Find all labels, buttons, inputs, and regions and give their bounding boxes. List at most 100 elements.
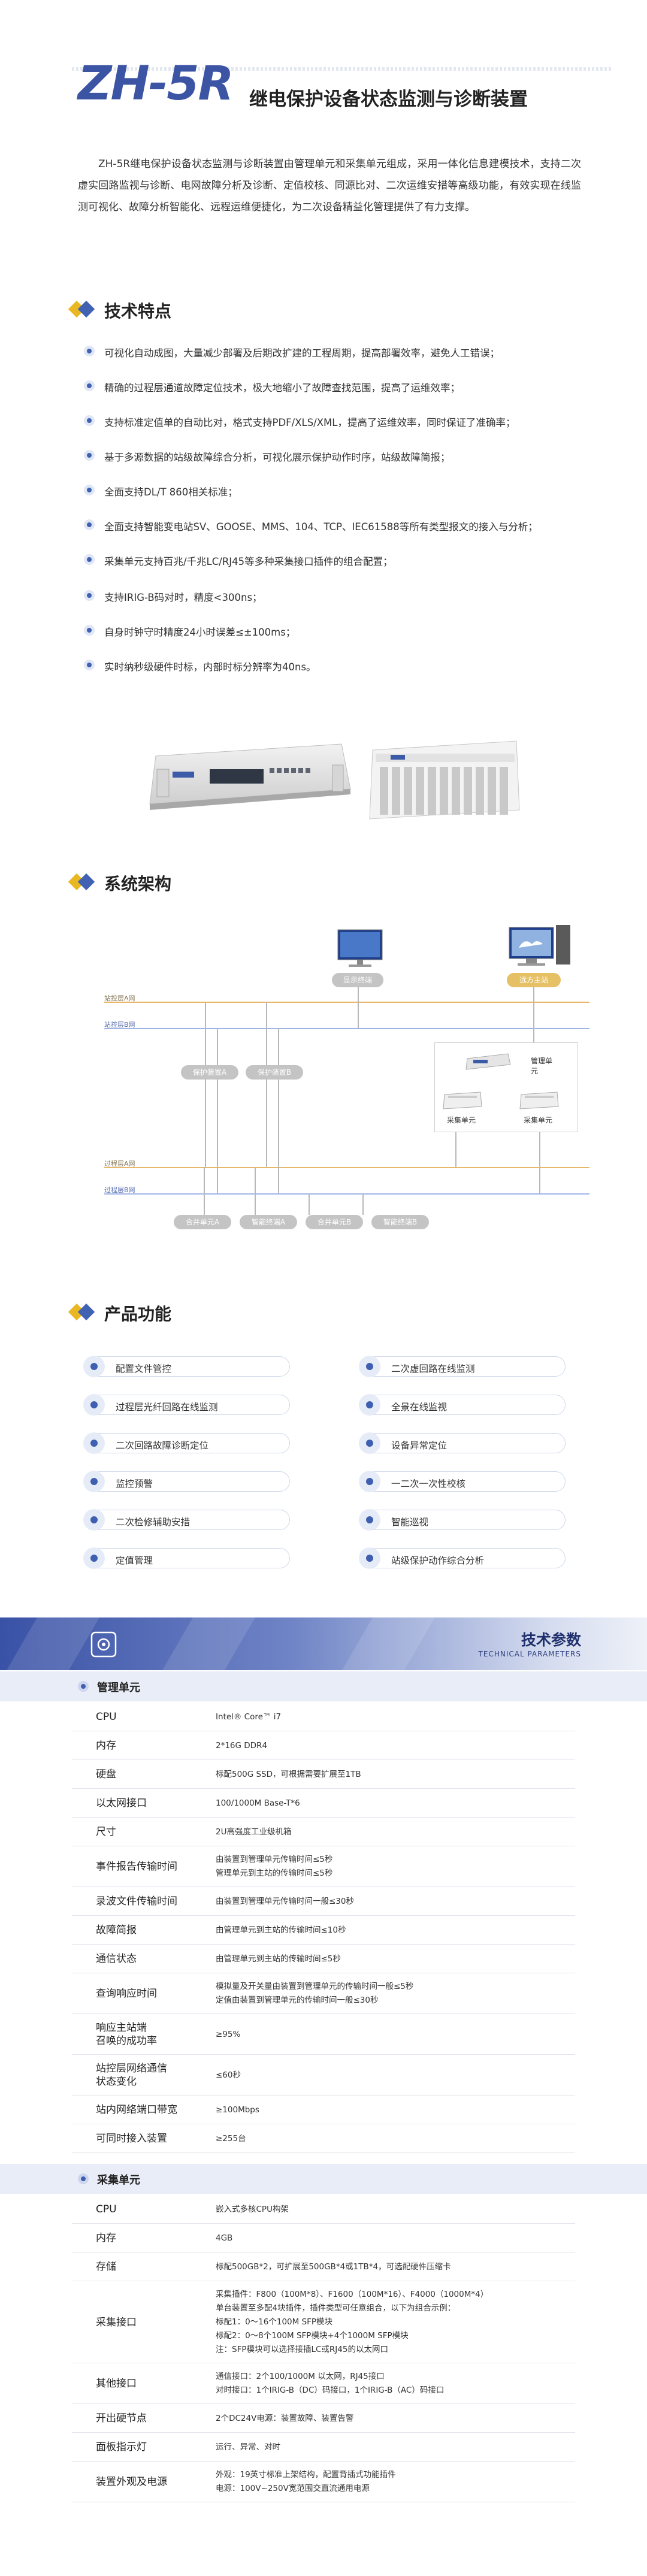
function-label: 配置文件管控 [116,1363,172,1374]
feature-text: 全面支持DL/T 860相关标准； [104,486,238,498]
param-value: 2个DC24V电源：装置故障、装置告警 [216,2412,569,2426]
param-key: 内存 [96,1740,116,1752]
bullet-icon [83,1356,105,1377]
bullet-icon [359,1509,380,1531]
function-label: 站级保护动作综合分析 [391,1555,485,1566]
feature-text: 采集单元支持百兆/千兆LC/RJ45等多种采集接口插件的组合配置； [104,556,393,567]
param-value-line: ≥100Mbps [216,2105,259,2115]
bullet-icon [84,519,95,530]
param-row: 事件报告传输时间由装置到管理单元传输时间≤5秒管理单元到主站的传输时间≤5秒 [72,1846,575,1887]
collection-unit-label: 采集单元 [524,1116,553,1124]
param-row: 故障简报 由管理单元到主站的传输时间≤10秒 [72,1916,575,1945]
param-value-line: 模拟量及开关量由装置到管理单元的传输时间一般≤5秒 [216,1982,414,1991]
function-label: 监控预警 [116,1479,153,1489]
feature-text: 基于多源数据的站级故障综合分析，可视化展示保护动作时序，站级故障简报； [104,452,451,463]
management-unit-image [149,743,351,810]
function-item: 一二次一次性校核 [359,1471,566,1492]
bullet-icon [83,1432,105,1454]
param-value: 由管理单元到主站的传输时间≤5秒 [216,1952,569,1966]
function-item: 二次回路故障诊断定位 [83,1432,290,1454]
param-row: 装置外观及电源 外观：19英寸标准上架结构，配置背插式功能插件电源：100V~25… [72,2462,575,2502]
param-key: 存储 [96,2261,116,2273]
bay-device-smart-terminal-a: 智能终端A [240,1215,297,1229]
param-key: 以太网接口 [96,1797,147,1809]
function-label: 二次检修辅助安措 [116,1517,191,1528]
bullet-icon [359,1356,380,1377]
param-value-line: 由装置到管理单元传输时间≤5秒 [216,1855,333,1864]
bullet-icon [359,1471,380,1492]
function-item: 站级保护动作综合分析 [359,1547,566,1569]
param-key: 尺寸 [96,1826,116,1838]
param-value-line: 采集插件：F800（100M*8）、F1600（100M*16）、F4000（1… [216,2290,489,2299]
bullet-icon [359,1547,380,1569]
header: ZH-5R 继电保护设备状态监测与诊断装置 [0,0,647,138]
param-value: ≥100Mbps [216,2103,569,2117]
function-item: 二次虚回路在线监测 [359,1356,566,1377]
collection-unit-header: 采集单元 [0,2164,647,2194]
feature-text: 自身时钟守时精度24小时误差≤±100ms； [104,627,296,638]
param-key: 采集接口 [96,2317,137,2329]
tech-params-banner: 技术参数 TECHNICAL PARAMETERS [0,1617,647,1670]
function-label: 一二次一次性校核 [391,1479,466,1489]
feature-text: 可视化自动成图，大量减少部署及后期改扩建的工程周期，提高部署效率，避免人工错误； [104,347,500,359]
section-title: 产品功能 [104,1304,172,1324]
function-item: 智能巡视 [359,1509,566,1531]
function-item: 配置文件管控 [83,1356,290,1377]
function-item: 监控预警 [83,1471,290,1492]
display-terminal-icon [337,929,383,967]
param-key: 装置外观及电源 [96,2476,167,2488]
param-value-line: 由管理单元到主站的传输时间≤5秒 [216,1954,341,1964]
bullet-icon [83,1547,105,1569]
param-value-line: 电源：100V~250V宽范围交直流通用电源 [216,2484,370,2493]
param-value-line: 嵌入式多核CPU构架 [216,2205,289,2214]
collection-unit-label: 采集单元 [447,1116,476,1124]
param-value: 模拟量及开关量由装置到管理单元的传输时间一般≤5秒定值由装置到管理单元的传输时间… [216,1980,569,2007]
section-title: 技术特点 [104,301,172,321]
function-label: 全景在线监视 [391,1402,448,1413]
param-value-line: 标配2：0～8个100M SFP模块+4个1000M SFP模块 [216,2331,409,2341]
feature-text: 支持标准定值单的自动比对，格式支持PDF/XLS/XML，提高了运维效率，同时保… [104,417,516,428]
param-key: 站控层网络通信 状态变化 [96,2063,167,2088]
bullet-icon [84,554,95,565]
bullet-icon [84,485,95,495]
param-value-line: 管理单元到主站的传输时间≤5秒 [216,1868,333,1878]
function-item: 过程层光纤回路在线监测 [83,1394,290,1416]
param-value-line: 4GB [216,2233,233,2243]
param-key: 故障简报 [96,1924,137,1936]
bus-label-process-a: 过程层A网 [104,1160,135,1168]
bullet-icon [83,1471,105,1492]
param-key: 站内网络端口带宽 [96,2104,177,2116]
function-label: 二次虚回路在线监测 [391,1363,475,1374]
function-label: 过程层光纤回路在线监测 [116,1402,218,1413]
param-key: 其他接口 [96,2378,137,2390]
bullet-icon [84,450,95,461]
param-key: 响应主站端 召唤的成功率 [96,2022,157,2047]
function-item: 二次检修辅助安措 [83,1509,290,1531]
feature-text: 支持IRIG-B码对时，精度<300ns； [104,592,262,603]
param-key: 录波文件传输时间 [96,1895,177,1907]
param-row: 尺寸 2U高强度工业级机箱 [72,1818,575,1846]
param-row: 站控层网络通信 状态变化≤60秒 [72,2055,575,2096]
function-label: 智能巡视 [391,1517,429,1528]
param-value: 外观：19英寸标准上架结构，配置背插式功能插件电源：100V~250V宽范围交直… [216,2468,569,2496]
param-value: 由管理单元到主站的传输时间≤10秒 [216,1924,569,1937]
param-key: 面板指示灯 [96,2441,147,2453]
param-value-line: ≥95% [216,2030,241,2039]
param-value: 2U高强度工业级机箱 [216,1825,569,1839]
param-value-line: 对时接口：1个IRIG-B（DC）码接口，1个IRIG-B（AC）码接口 [216,2385,445,2395]
param-value-line: 单台装置至多配4块插件，插件类型可任意组合，以下为组合示例： [216,2303,456,2313]
param-value: 由装置到管理单元传输时间≤5秒管理单元到主站的传输时间≤5秒 [216,1853,569,1880]
station-bus-a [104,1002,589,1003]
param-row: 录波文件传输时间由装置到管理单元传输时间一般≤30秒 [72,1887,575,1916]
bullet-icon [83,1394,105,1416]
collection-unit-image [369,740,520,820]
function-label: 设备异常定位 [391,1440,448,1451]
param-key: 查询响应时间 [96,1988,157,2000]
param-row: 站内网络端口带宽 ≥100Mbps [72,2096,575,2124]
param-value: 标配500G SSD，可根据需要扩展至1TB [216,1768,569,1782]
